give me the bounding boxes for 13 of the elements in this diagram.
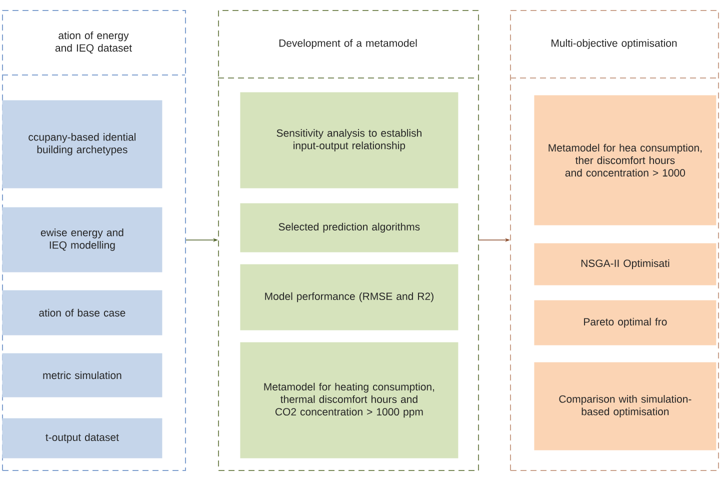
- process-box: ccupany-based idential building archetypes: [2, 100, 162, 188]
- process-box: Metamodel for heating consumption, thermal discomfort hours and CO2 concentration > 1000 ppm: [240, 342, 458, 458]
- process-box: ewise energy and IEQ modelling: [2, 207, 162, 272]
- process-box: Selected prediction algorithms: [240, 203, 458, 252]
- process-box: Metamodel for hea consumption, ther discomfort hours and concentration > 1000: [534, 95, 716, 226]
- process-box: Model performance (RMSE and R2): [240, 264, 458, 330]
- process-box: Pareto optimal fro: [534, 300, 716, 346]
- process-box: Sensitivity analysis to establish input-output relationship: [240, 92, 458, 188]
- process-box: metric simulation: [2, 353, 162, 398]
- process-box: ation of base case: [2, 290, 162, 336]
- process-box: t-output dataset: [2, 418, 162, 458]
- process-box: NSGA-II Optimisati: [534, 243, 716, 286]
- process-box: Comparison with simulation-based optimisation: [534, 362, 716, 450]
